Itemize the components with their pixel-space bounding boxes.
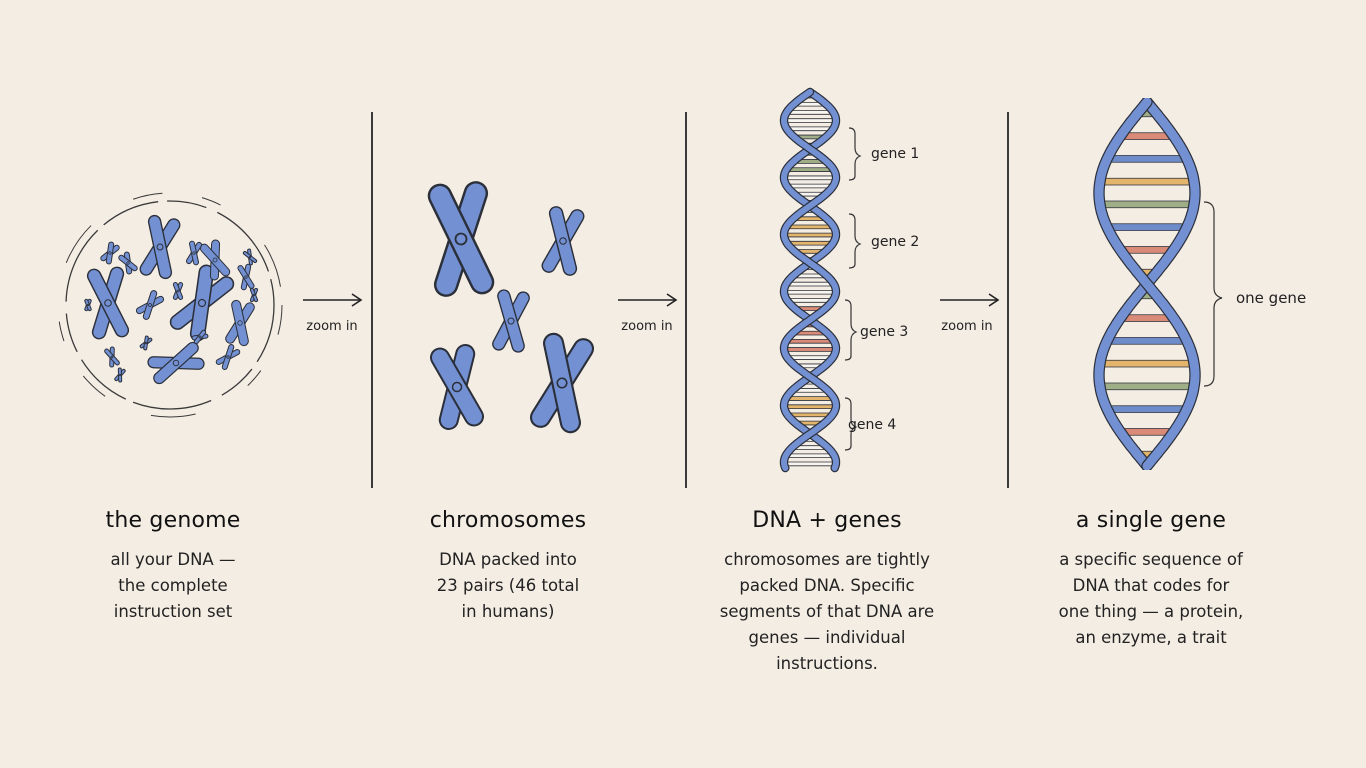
dna-strand bbox=[780, 89, 840, 471]
genome-cell-icon bbox=[57, 192, 283, 418]
gene-3-label: gene 3 bbox=[860, 324, 909, 340]
divider bbox=[685, 112, 687, 488]
one-gene-label: one gene bbox=[1236, 289, 1307, 307]
chromosome-icon bbox=[118, 251, 138, 275]
chromosome-icon bbox=[237, 263, 255, 291]
chromosome-icon bbox=[147, 341, 205, 385]
dna-strand bbox=[780, 89, 840, 471]
panel-single-gene-text: a single gene a specific sequence of DNA… bbox=[1016, 508, 1286, 651]
divider bbox=[1007, 112, 1009, 488]
chromosome-icon bbox=[135, 290, 165, 320]
cell-outline bbox=[65, 200, 275, 410]
chromosome-icon bbox=[199, 239, 231, 281]
one-gene-bracket bbox=[1203, 201, 1223, 387]
zoom-in-label: zoom in bbox=[621, 319, 673, 334]
chromosome-icon bbox=[139, 214, 181, 280]
gene-3-bracket bbox=[845, 299, 858, 361]
chromosome-icon bbox=[104, 346, 120, 368]
panel-description: all your DNA — the complete instruction … bbox=[110, 550, 236, 621]
panel-chromosomes-text: chromosomes DNA packed into 23 pairs (46… bbox=[373, 508, 643, 625]
chromosome-icon bbox=[139, 335, 153, 351]
genome-chromosomes bbox=[84, 214, 259, 385]
chromosome-icon bbox=[529, 332, 595, 434]
chromosome-icon bbox=[114, 367, 126, 383]
panel-description: DNA packed into 23 pairs (46 total in hu… bbox=[436, 550, 580, 621]
dna-strand bbox=[1094, 98, 1200, 470]
gene-4-bracket bbox=[845, 397, 858, 451]
zoom-arrow-icon bbox=[618, 293, 678, 307]
panel-title: a single gene bbox=[1075, 508, 1227, 533]
zoom-in-label: zoom in bbox=[941, 319, 993, 334]
gene-brackets bbox=[845, 127, 862, 451]
chromosome-icon bbox=[215, 344, 241, 370]
chromosome-icon bbox=[430, 344, 484, 430]
chromosome-icon bbox=[249, 287, 259, 303]
panel-title: chromosomes bbox=[429, 508, 587, 533]
gene-2-bracket bbox=[848, 213, 862, 269]
panel-title: the genome bbox=[105, 508, 241, 533]
chromosome-icon bbox=[84, 298, 92, 312]
gene-2-label: gene 2 bbox=[871, 234, 920, 250]
chromosome-icon bbox=[185, 240, 203, 266]
chromosome-icon bbox=[172, 282, 184, 300]
gene-1-bracket bbox=[848, 127, 862, 181]
single-gene-helix-icon bbox=[1093, 98, 1201, 470]
panel-title: DNA + genes bbox=[752, 508, 902, 533]
cell-outline-sketch bbox=[57, 192, 283, 418]
chromosome-icon bbox=[242, 248, 258, 266]
divider bbox=[371, 112, 373, 488]
chromosome-icon bbox=[86, 266, 130, 340]
dna-helix-icon bbox=[779, 87, 841, 473]
chromosome-icon bbox=[541, 206, 585, 276]
zoom-arrow-icon bbox=[303, 293, 363, 307]
gene-1-label: gene 1 bbox=[871, 146, 920, 162]
chromosome-icon bbox=[100, 241, 120, 265]
chromosome-icon bbox=[225, 299, 255, 347]
zoom-arrow-icon bbox=[940, 293, 1000, 307]
chromosome-icon bbox=[427, 181, 495, 297]
zoom-in-label: zoom in bbox=[306, 319, 358, 334]
chromosome-icon bbox=[169, 264, 235, 342]
chromosomes-icon bbox=[427, 181, 595, 434]
panel-dna-genes-text: DNA + genes chromosomes are tightly pack… bbox=[692, 508, 962, 677]
panel-genome-text: the genome all your DNA — the complete i… bbox=[38, 508, 308, 625]
panel-description: a specific sequence of DNA that codes fo… bbox=[1058, 550, 1244, 647]
chromosome-icon bbox=[492, 289, 530, 353]
chromosome-icon bbox=[191, 329, 209, 345]
gene-4-label: gene 4 bbox=[848, 417, 897, 433]
panel-description: chromosomes are tightly packed DNA. Spec… bbox=[719, 550, 935, 673]
